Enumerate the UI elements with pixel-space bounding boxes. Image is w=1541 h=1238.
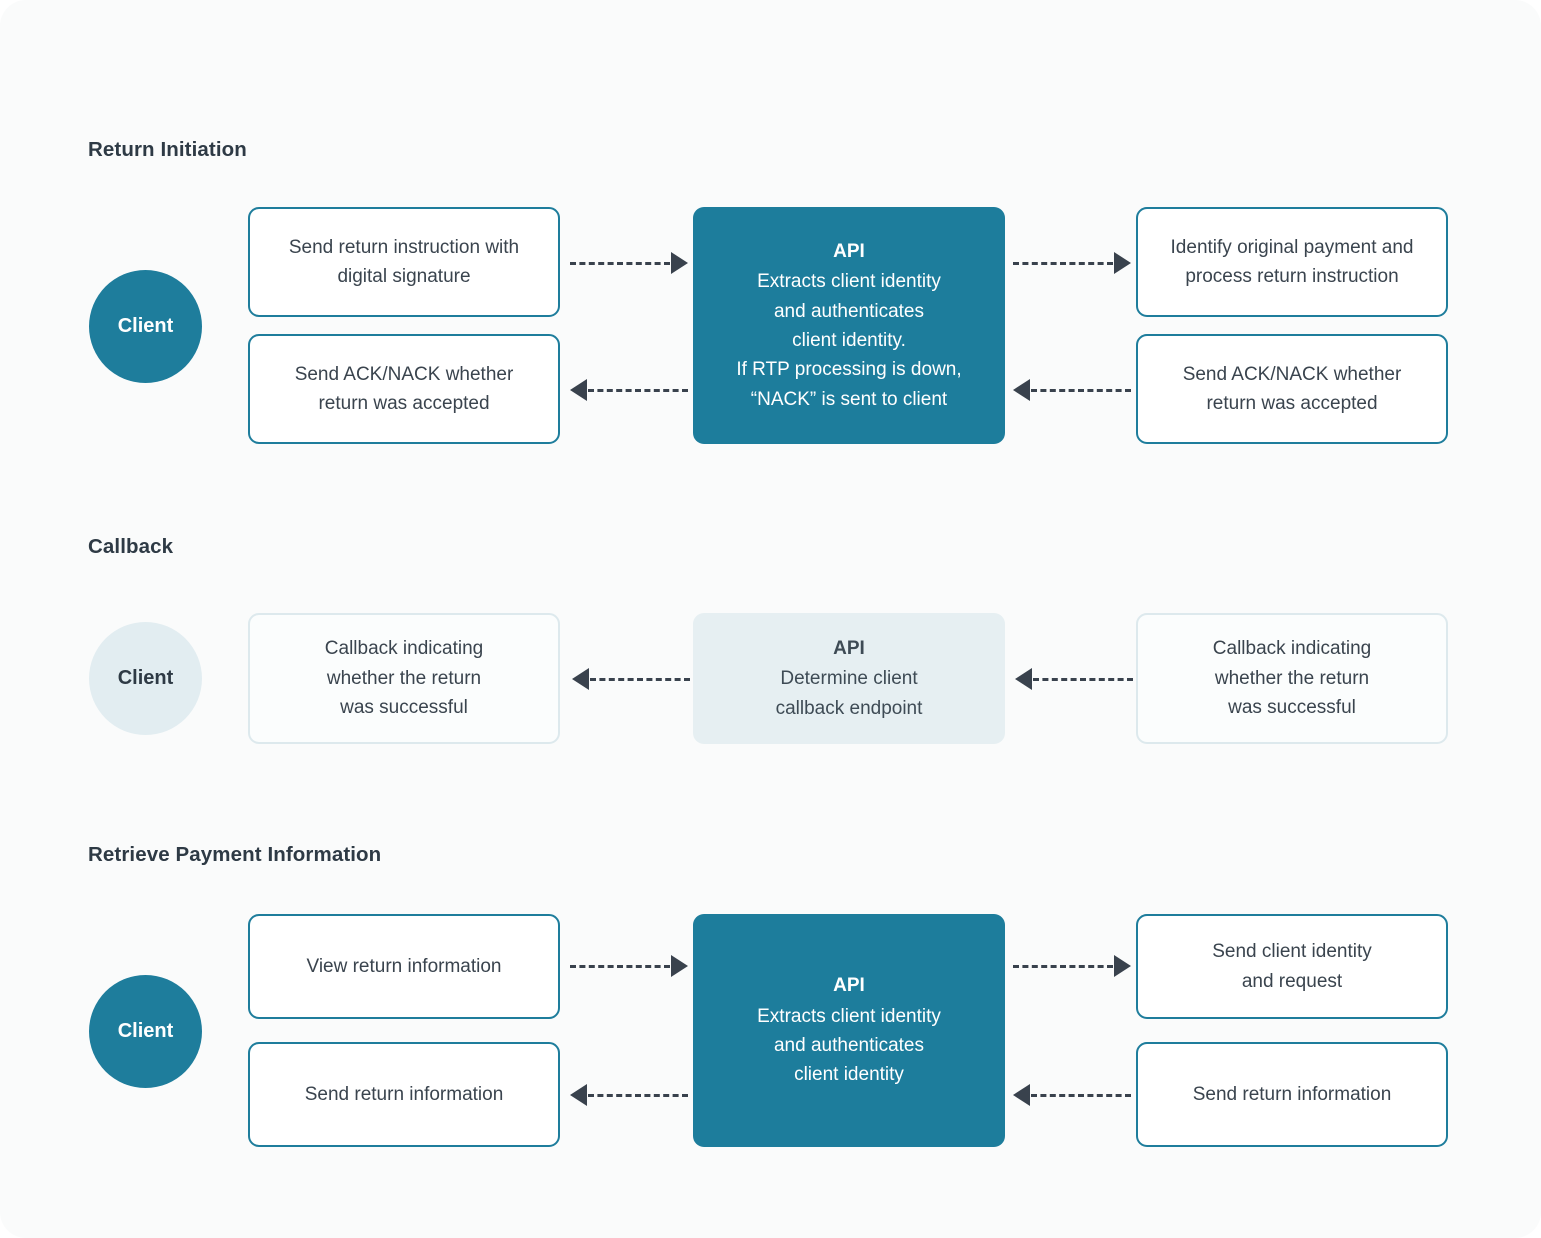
arrow-client-to-api [570, 252, 688, 274]
arrow-head-left-icon [570, 379, 587, 401]
arrow-api-to-client [570, 379, 688, 401]
api-box-content: API Extracts client identity and authent… [709, 237, 989, 415]
client-label: Client [117, 1020, 174, 1042]
arrow-head-left-icon [572, 668, 589, 690]
box-text: View return information [306, 955, 502, 977]
arrow-head-right-icon [1114, 252, 1131, 274]
api-title: API [833, 240, 865, 262]
client-label: Client [117, 315, 174, 337]
box-send-return-information-right: Send return information [1136, 1042, 1448, 1147]
arrow-head-right-icon [671, 252, 688, 274]
box-text: Send return information [304, 1083, 504, 1105]
arrow-api-to-client-callback [572, 668, 690, 690]
arrow-head-left-icon [1013, 1084, 1030, 1106]
box-callback-to-client: Callback indicating whether the return w… [248, 613, 560, 744]
arrow-head-left-icon [1015, 668, 1032, 690]
arrow-line [1033, 677, 1133, 681]
api-title: API [833, 637, 865, 659]
arrow-rtp-to-api [1013, 379, 1131, 401]
arrow-api-to-client-retrieve [570, 1084, 688, 1106]
client-node-callback: Client [89, 622, 202, 735]
arrow-api-to-rtp [1013, 252, 1131, 274]
api-box-content: API Determine client callback endpoint [709, 634, 989, 723]
box-text: Send ACK/NACK whether return was accepte… [294, 363, 514, 414]
arrow-line [588, 388, 688, 392]
box-text: Callback indicating whether the return w… [324, 638, 484, 719]
box-text: Identify original payment and process re… [1170, 236, 1414, 287]
arrow-line [588, 1093, 688, 1097]
arrow-line [590, 677, 690, 681]
client-node-retrieve: Client [89, 975, 202, 1088]
box-view-return-information: View return information [248, 914, 560, 1019]
box-send-client-identity-request: Send client identity and request [1136, 914, 1448, 1019]
box-api-retrieve: API Extracts client identity and authent… [693, 914, 1005, 1147]
box-api-return-initiation: API Extracts client identity and authent… [693, 207, 1005, 444]
arrow-head-right-icon [1114, 955, 1131, 977]
box-text: Send return information [1192, 1083, 1392, 1105]
box-send-ack-nack-left: Send ACK/NACK whether return was accepte… [248, 334, 560, 444]
api-box-content: API Extracts client identity and authent… [709, 971, 989, 1090]
api-title: API [833, 975, 865, 997]
section-heading-return-initiation: Return Initiation [88, 138, 247, 161]
box-api-callback: API Determine client callback endpoint [693, 613, 1005, 744]
box-identify-original-payment: Identify original payment and process re… [1136, 207, 1448, 317]
box-send-return-instruction: Send return instruction with digital sig… [248, 207, 560, 317]
api-body: Extracts client identity and authenticat… [757, 1005, 941, 1086]
arrow-head-left-icon [1013, 379, 1030, 401]
section-heading-callback: Callback [88, 535, 174, 558]
client-node-return-initiation: Client [89, 270, 202, 383]
box-text: Send return instruction with digital sig… [288, 236, 520, 287]
client-label: Client [117, 667, 174, 689]
arrow-head-right-icon [671, 955, 688, 977]
arrow-line [1031, 388, 1131, 392]
box-text: Send client identity and request [1212, 941, 1372, 992]
section-heading-retrieve-payment-information: Retrieve Payment Information [88, 843, 382, 866]
arrow-line [1013, 964, 1113, 968]
arrow-head-left-icon [570, 1084, 587, 1106]
arrow-rtp-to-api-retrieve [1013, 1084, 1131, 1106]
api-body: Determine client callback endpoint [775, 668, 923, 719]
arrow-api-to-rtp-retrieve [1013, 955, 1131, 977]
box-text: Send ACK/NACK whether return was accepte… [1182, 363, 1402, 414]
arrow-rtp-to-api-callback [1015, 668, 1133, 690]
arrow-line [1031, 1093, 1131, 1097]
box-callback-from-rtp: Callback indicating whether the return w… [1136, 613, 1448, 744]
box-text: Callback indicating whether the return w… [1212, 638, 1372, 719]
arrow-line [570, 964, 670, 968]
arrow-line [570, 261, 670, 265]
api-body: Extracts client identity and authenticat… [736, 271, 962, 410]
box-send-return-information-left: Send return information [248, 1042, 560, 1147]
arrow-line [1013, 261, 1113, 265]
box-send-ack-nack-right: Send ACK/NACK whether return was accepte… [1136, 334, 1448, 444]
arrow-client-to-api-retrieve [570, 955, 688, 977]
